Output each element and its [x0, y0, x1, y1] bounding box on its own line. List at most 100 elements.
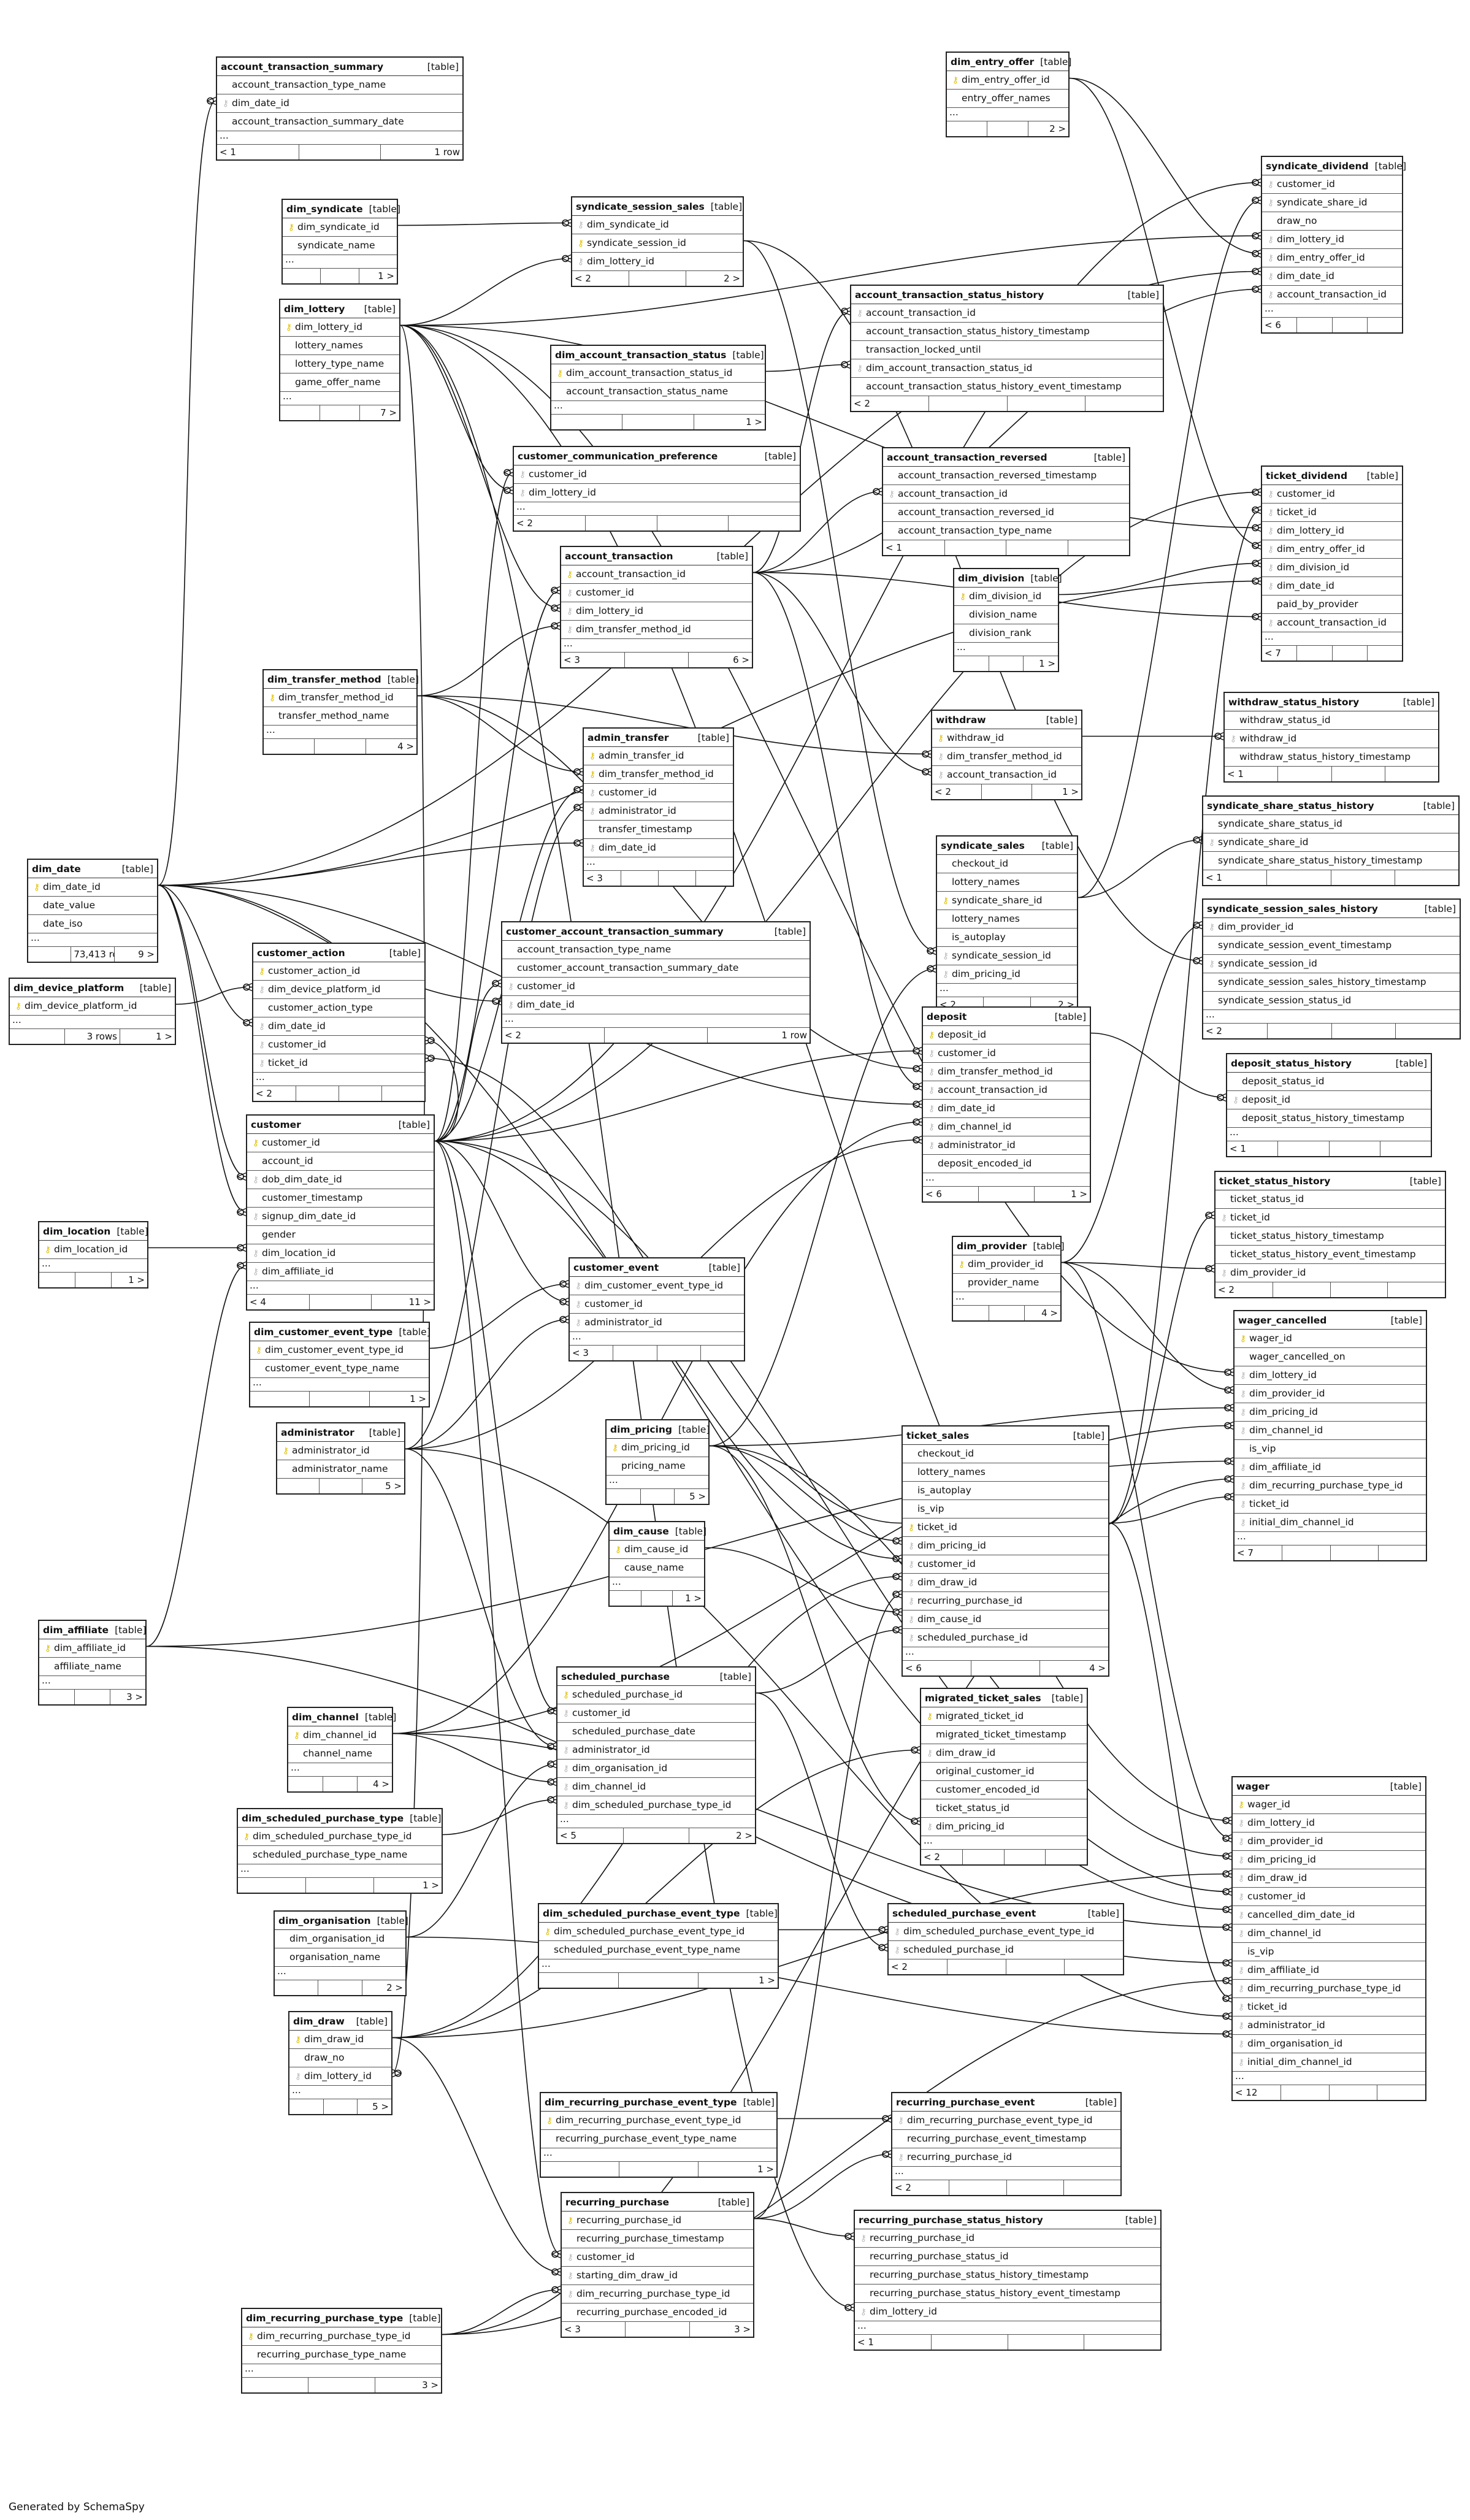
footer-cell[interactable] — [288, 1777, 323, 1791]
footer-cell[interactable]: < 12 — [1233, 2085, 1281, 2100]
footer-cell[interactable]: 2 > — [736, 1830, 753, 1841]
footer-cell[interactable]: 7 > — [380, 407, 397, 418]
footer-cell[interactable] — [1084, 2335, 1160, 2350]
footer-cell[interactable] — [1333, 646, 1368, 661]
footer-cell[interactable] — [539, 1973, 619, 1988]
footer-cell[interactable] — [75, 1690, 110, 1704]
footer-cell[interactable] — [945, 540, 1006, 555]
table-dim-entry-offer[interactable]: dim_entry_offer[table]⚷dim_entry_offer_i… — [946, 52, 1071, 137]
footer-cell[interactable] — [1388, 1282, 1445, 1297]
footer-cell[interactable] — [1331, 1545, 1379, 1560]
footer-cell[interactable] — [641, 1489, 675, 1504]
footer-cell[interactable] — [657, 516, 729, 530]
footer-cell[interactable] — [1330, 1141, 1380, 1156]
footer-cell[interactable]: < 6 — [903, 1661, 971, 1676]
footer-cell[interactable]: 3 > — [126, 1691, 143, 1702]
footer-cell[interactable] — [987, 121, 1028, 136]
footer-cell[interactable] — [1008, 2335, 1085, 2350]
footer-cell[interactable] — [610, 1591, 641, 1606]
footer-cell[interactable]: 9 > — [138, 949, 155, 960]
footer-cell[interactable]: < 2 — [502, 1028, 605, 1043]
footer-cell[interactable]: < 3 — [584, 871, 621, 886]
footer-cell[interactable]: 1 row — [434, 147, 461, 158]
footer-cell[interactable] — [613, 1346, 657, 1360]
footer-cell[interactable]: < 3 — [570, 1346, 614, 1360]
footer-cell[interactable] — [1395, 870, 1458, 885]
footer-cell[interactable]: < 3 — [561, 653, 625, 667]
footer-cell[interactable] — [277, 1479, 320, 1493]
footer-cell[interactable] — [1297, 646, 1333, 661]
table-ticket-dividend[interactable]: ticket_dividend[table]⚷customer_id⚷ticke… — [1261, 465, 1403, 662]
footer-cell[interactable] — [289, 2099, 324, 2114]
footer-cell[interactable] — [1331, 870, 1395, 885]
footer-cell[interactable] — [1273, 1282, 1331, 1297]
footer-cell[interactable] — [1068, 540, 1130, 555]
footer-cell[interactable] — [1330, 2085, 1378, 2100]
footer-cell[interactable] — [275, 1980, 319, 1995]
footer-cell[interactable]: 2 > — [386, 1982, 403, 1993]
table-account-transaction-summary[interactable]: account_transaction_summary[table]accoun… — [216, 56, 464, 161]
footer-cell[interactable] — [625, 653, 689, 667]
footer-cell[interactable] — [39, 1690, 75, 1704]
footer-cell[interactable] — [701, 1346, 744, 1360]
footer-cell[interactable]: 5 > — [372, 2101, 389, 2112]
table-dim-location[interactable]: dim_location[table]⚷dim_location_id...1 … — [38, 1221, 148, 1289]
footer-cell[interactable] — [659, 871, 696, 886]
footer-cell[interactable] — [605, 1028, 708, 1043]
footer-cell[interactable]: 4 > — [1041, 1308, 1058, 1319]
footer-cell[interactable] — [242, 2378, 309, 2392]
footer-cell[interactable]: 2 > — [1049, 123, 1066, 134]
footer-cell[interactable] — [619, 2162, 699, 2177]
footer-cell[interactable] — [1007, 2180, 1064, 2195]
footer-cell[interactable] — [1065, 1959, 1123, 1974]
footer-cell[interactable] — [947, 1959, 1006, 1974]
footer-cell[interactable] — [621, 871, 659, 886]
footer-cell[interactable]: 1 row — [781, 1030, 807, 1041]
table-recurring-purchase[interactable]: recurring_purchase[table]⚷recurring_purc… — [561, 2192, 754, 2338]
footer-cell[interactable] — [947, 121, 988, 136]
footer-cell[interactable] — [984, 997, 1031, 1012]
footer-cell[interactable] — [39, 1273, 75, 1287]
footer-cell[interactable]: < 6 — [1262, 318, 1298, 332]
footer-cell[interactable] — [1385, 767, 1438, 781]
footer-cell[interactable] — [586, 516, 657, 530]
footer-cell[interactable] — [1368, 646, 1402, 661]
table-scheduled-purchase[interactable]: scheduled_purchase[table]⚷scheduled_purc… — [556, 1666, 756, 1844]
footer-cell[interactable]: < 1 — [1225, 767, 1279, 781]
footer-cell[interactable]: 3 > — [422, 2380, 438, 2391]
footer-cell[interactable] — [979, 1187, 1035, 1201]
table-customer-event[interactable]: customer_event[table]⚷dim_customer_event… — [568, 1257, 745, 1361]
table-withdraw-status-history[interactable]: withdraw_status_history[table]withdraw_s… — [1223, 692, 1439, 783]
footer-cell[interactable]: 4 > — [397, 741, 414, 752]
table-syndicate-session-sales-history[interactable]: syndicate_session_sales_history[table]⚷d… — [1202, 898, 1461, 1040]
table-syndicate-share-status-history[interactable]: syndicate_share_status_history[table]syn… — [1202, 795, 1460, 886]
footer-cell[interactable] — [264, 739, 315, 754]
footer-cell[interactable] — [953, 1306, 989, 1320]
footer-cell[interactable] — [989, 656, 1024, 671]
footer-cell[interactable] — [1332, 1024, 1396, 1038]
footer-cell[interactable] — [296, 1086, 339, 1101]
footer-cell[interactable]: < 7 — [1262, 646, 1298, 661]
footer-cell[interactable] — [1333, 318, 1368, 332]
footer-cell[interactable] — [729, 516, 800, 530]
footer-cell[interactable]: 1 > — [746, 416, 762, 427]
table-account-transaction-reversed[interactable]: account_transaction_reversed[table]accou… — [882, 447, 1130, 556]
table-recurring-purchase-status-history[interactable]: recurring_purchase_status_history[table]… — [854, 2210, 1162, 2351]
table-dim-scheduled-purchase-event-type[interactable]: dim_scheduled_purchase_event_type[table]… — [538, 1903, 779, 1989]
footer-cell[interactable] — [28, 947, 72, 962]
footer-cell[interactable] — [989, 1306, 1025, 1320]
footer-cell[interactable]: < 2 — [889, 1959, 947, 1974]
footer-cell[interactable]: < 1 — [883, 540, 945, 555]
footer-cell[interactable]: 1 > — [378, 270, 394, 281]
footer-cell[interactable]: 2 > — [724, 273, 740, 284]
footer-cell[interactable]: 3 > — [734, 2324, 751, 2335]
table-dim-scheduled-purchase-type[interactable]: dim_scheduled_purchase_type[table]⚷dim_s… — [237, 1808, 443, 1894]
footer-cell[interactable]: 1 > — [759, 1975, 775, 1986]
